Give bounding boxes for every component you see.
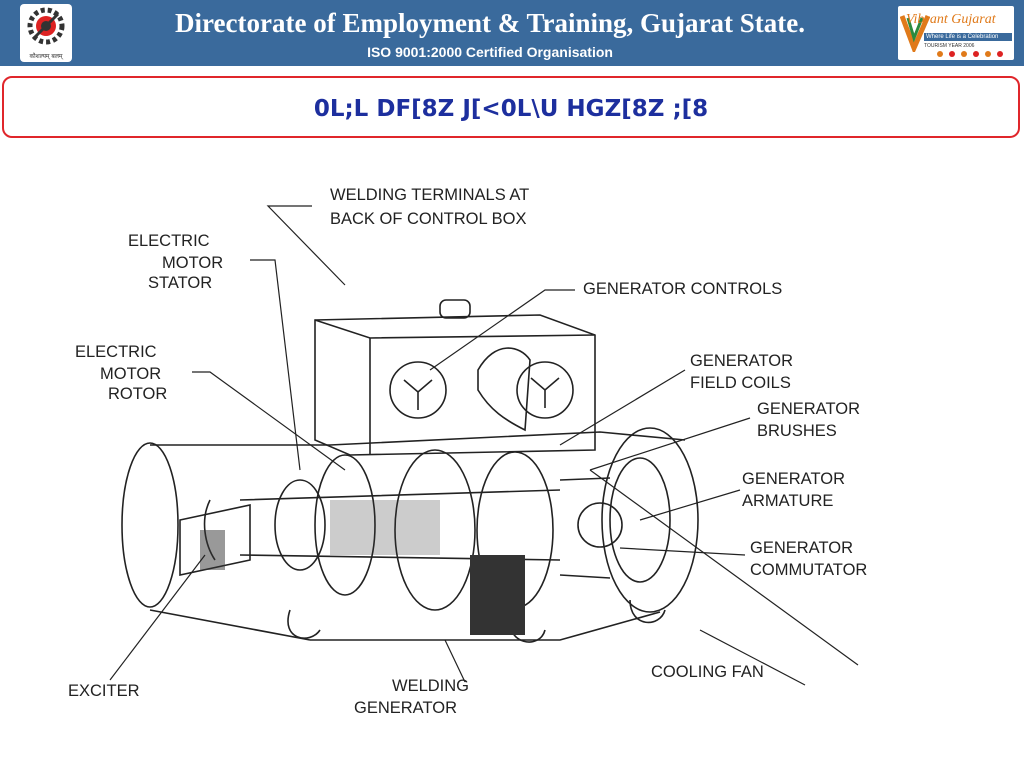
label-motor-rotor-line2: MOTOR bbox=[100, 365, 161, 383]
decorative-dots-icon bbox=[937, 51, 1003, 57]
header-bar: कौशल्यम् बलम् Directorate of Employment … bbox=[0, 0, 1024, 66]
page-title: Directorate of Employment & Training, Gu… bbox=[175, 8, 805, 38]
label-motor-stator-line1: ELECTRIC bbox=[128, 232, 210, 250]
welding-generator-diagram: WELDING TERMINALS AT BACK OF CONTROL BOX… bbox=[68, 186, 867, 717]
label-motor-stator-line2: MOTOR bbox=[162, 254, 223, 272]
label-motor-rotor-line3: ROTOR bbox=[108, 385, 167, 403]
vibrant-gujarat-icon bbox=[900, 14, 930, 52]
slide-heading: 0L;L DF[8Z J[<0L\U HGZ[8Z ;[8 bbox=[313, 96, 709, 122]
logo-caption: कौशल्यम् बलम् bbox=[29, 53, 63, 60]
page-subtitle: ISO 9001:2000 Certified Organisation bbox=[367, 44, 613, 60]
label-cooling-fan: COOLING FAN bbox=[651, 663, 764, 681]
vibrant-gujarat-title: Vibrant Gujarat bbox=[906, 12, 996, 27]
label-field-coils-line2: FIELD COILS bbox=[690, 374, 791, 392]
gear-emblem-logo: कौशल्यम् बलम् bbox=[20, 4, 72, 62]
vibrant-gujarat-sub: TOURISM YEAR 2006 bbox=[924, 43, 975, 49]
vibrant-gujarat-tagline: Where Life is a Celebration bbox=[924, 33, 1012, 41]
label-motor-stator-line3: STATOR bbox=[148, 274, 212, 292]
label-generator-controls: GENERATOR CONTROLS bbox=[583, 280, 782, 298]
label-field-coils-line1: GENERATOR bbox=[690, 352, 793, 370]
label-motor-rotor-line1: ELECTRIC bbox=[75, 343, 157, 361]
label-armature-line1: GENERATOR bbox=[742, 470, 845, 488]
label-welding-terminals-line2: BACK OF CONTROL BOX bbox=[330, 210, 527, 228]
gear-emblem-icon bbox=[27, 7, 65, 45]
label-welding-generator-line2: GENERATOR bbox=[354, 699, 457, 717]
label-brushes-line2: BRUSHES bbox=[757, 422, 837, 440]
label-armature-line2: ARMATURE bbox=[742, 492, 833, 510]
vibrant-gujarat-logo: Vibrant Gujarat Where Life is a Celebrat… bbox=[898, 6, 1014, 60]
label-welding-terminals-line1: WELDING TERMINALS AT bbox=[330, 186, 529, 204]
label-exciter: EXCITER bbox=[68, 682, 140, 700]
label-commutator-line1: GENERATOR bbox=[750, 539, 853, 557]
label-commutator-line2: COMMUTATOR bbox=[750, 561, 867, 579]
slide-heading-box: 0L;L DF[8Z J[<0L\U HGZ[8Z ;[8 bbox=[2, 76, 1020, 138]
label-brushes-line1: GENERATOR bbox=[757, 400, 860, 418]
label-welding-generator-line1: WELDING bbox=[392, 677, 469, 695]
